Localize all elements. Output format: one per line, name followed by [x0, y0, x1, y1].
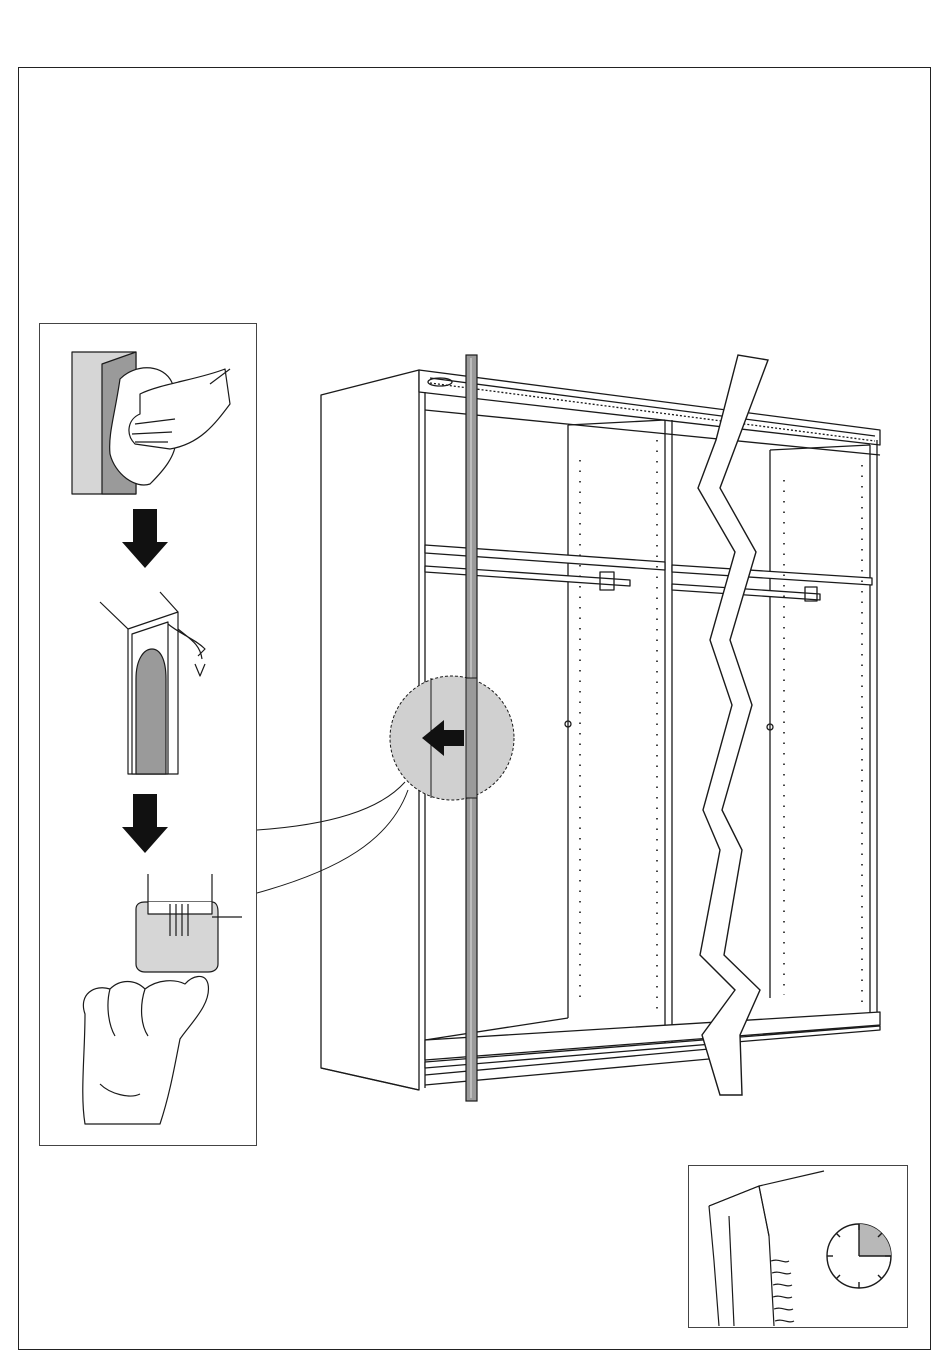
- clock-icon: [827, 1224, 891, 1288]
- wardrobe-shelves: [425, 545, 872, 601]
- detail-magnifier-circle: [390, 676, 514, 800]
- hint-panel: [688, 1165, 908, 1328]
- steps-panel: [39, 323, 257, 1146]
- down-arrow-icon: [122, 794, 168, 853]
- hint-illustration: [689, 1166, 909, 1329]
- wiping-hand-icon: [72, 352, 230, 494]
- wardrobe-top-rail: [419, 370, 880, 445]
- break-line: [698, 355, 768, 1095]
- down-arrow-icon: [122, 509, 168, 568]
- peel-strip-icon: [100, 592, 205, 774]
- glued-edge-icon: [709, 1171, 824, 1326]
- pressing-thumb-icon: [83, 874, 242, 1124]
- steps-illustration: [40, 324, 258, 1147]
